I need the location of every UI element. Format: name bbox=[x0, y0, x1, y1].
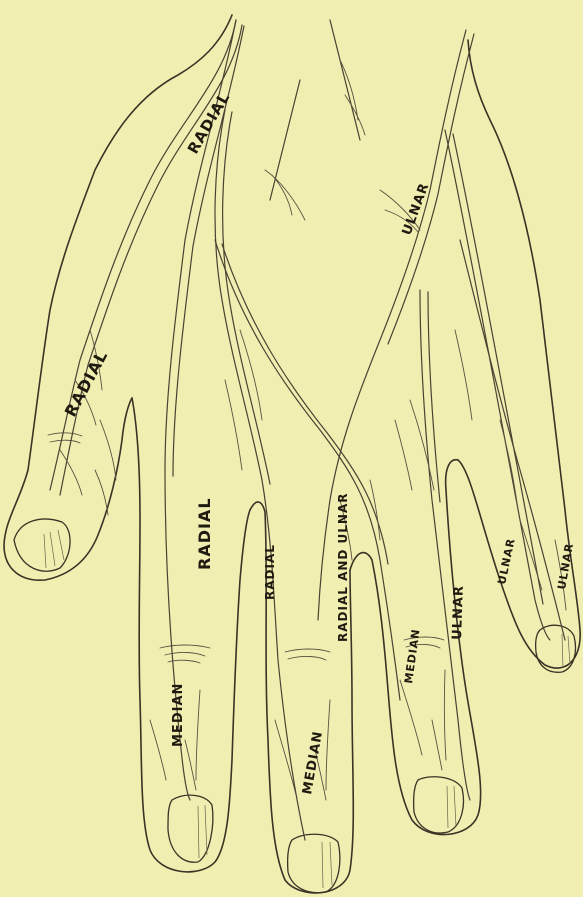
label-ulnar-upper: ULNAR bbox=[400, 181, 433, 238]
fingernails bbox=[14, 519, 576, 893]
label-radial-index: RADIAL bbox=[195, 497, 214, 570]
thumb-nail bbox=[14, 519, 70, 571]
label-radial-middle: RADIAL bbox=[263, 544, 277, 600]
hand-outline bbox=[4, 15, 580, 893]
radial-nerve-thumb bbox=[50, 20, 236, 490]
label-median-middle: MEDIAN bbox=[300, 730, 326, 796]
thumb-outline bbox=[4, 15, 232, 580]
nerve-trunks bbox=[50, 20, 565, 840]
radial-ulnar-crossing bbox=[215, 240, 400, 700]
label-ulnar-little-b: ULNAR bbox=[555, 542, 576, 591]
index-finger-outline bbox=[132, 398, 250, 872]
label-ulnar-ring: ULNAR bbox=[450, 585, 467, 640]
label-radial-and-ulnar: RADIAL AND ULNAR bbox=[336, 493, 350, 643]
little-nail bbox=[536, 625, 576, 672]
label-median-ring: MEDIAN bbox=[402, 628, 423, 685]
label-radial-thumb: RADIAL bbox=[61, 347, 112, 420]
label-ulnar-little-a: ULNAR bbox=[495, 537, 518, 586]
radial-nerve-middle bbox=[215, 110, 305, 840]
label-median-index: MEDIAN bbox=[171, 683, 186, 747]
